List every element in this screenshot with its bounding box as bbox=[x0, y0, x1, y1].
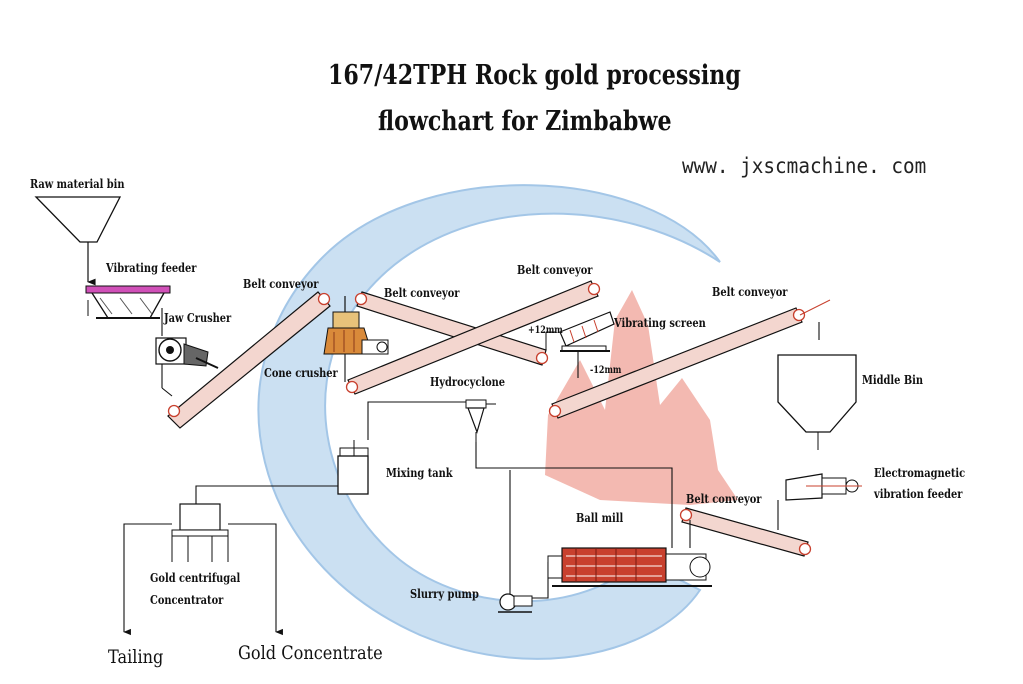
jaw-crusher bbox=[155, 308, 219, 397]
middle-bin bbox=[777, 322, 857, 450]
label-gold-concentrate: Gold Concentrate bbox=[238, 642, 383, 664]
label-belt-conveyor-1: Belt conveyor bbox=[243, 277, 319, 291]
title-line-1: 167/42TPH Rock gold processing bbox=[328, 60, 741, 91]
gold-centrifugal-concentrator bbox=[123, 503, 283, 636]
label-plus-12mm: +12mm bbox=[528, 325, 563, 336]
label-vibrating-screen: Vibrating screen bbox=[614, 316, 706, 330]
raw-material-bin bbox=[34, 196, 122, 286]
label-gold-centrifugal-line-2: Concentrator bbox=[150, 593, 224, 607]
mixing-tank bbox=[337, 440, 369, 495]
vibrating-screen bbox=[545, 311, 615, 378]
label-tailing: Tailing bbox=[108, 646, 164, 668]
label-vibrating-feeder: Vibrating feeder bbox=[106, 261, 197, 275]
vibrating-feeder bbox=[85, 285, 171, 319]
label-gold-centrifugal-line-1: Gold centrifugal bbox=[150, 571, 241, 585]
label-belt-conveyor-5: Belt conveyor bbox=[686, 492, 762, 506]
label-jaw-crusher: Jaw Crusher bbox=[164, 311, 232, 325]
belt-conveyor-4-shape bbox=[548, 299, 831, 419]
label-cone-crusher: Cone crusher bbox=[264, 366, 338, 380]
label-electromagnetic-line-1: Electromagnetic bbox=[874, 466, 966, 480]
watermark-logo bbox=[257, 184, 738, 660]
belt-conveyor-1-shape bbox=[167, 291, 331, 429]
label-belt-conveyor-3: Belt conveyor bbox=[517, 263, 593, 277]
ball-mill bbox=[547, 547, 712, 587]
slurry-pump bbox=[498, 593, 533, 613]
label-raw-material-bin: Raw material bin bbox=[30, 177, 125, 191]
label-slurry-pump: Slurry pump bbox=[410, 587, 479, 601]
label-electromagnetic-line-2: vibration feeder bbox=[874, 487, 963, 501]
label-minus-12mm: -12mm bbox=[590, 365, 622, 376]
electromagnetic-feeder bbox=[777, 473, 862, 530]
label-ball-mill: Ball mill bbox=[576, 511, 624, 525]
title-line-2: flowchart for Zimbabwe bbox=[378, 106, 672, 137]
label-hydrocyclone: Hydrocyclone bbox=[430, 375, 506, 389]
pipe-lines bbox=[195, 401, 691, 600]
label-belt-conveyor-4: Belt conveyor bbox=[712, 285, 788, 299]
belt-conveyor-5-shape bbox=[679, 507, 812, 557]
cone-crusher bbox=[323, 296, 389, 382]
website-link[interactable]: www. jxscmachine. com bbox=[682, 154, 927, 178]
label-middle-bin: Middle Bin bbox=[862, 373, 924, 387]
belt-conveyor-3-shape bbox=[345, 280, 601, 395]
hydrocyclone bbox=[465, 399, 496, 442]
label-mixing-tank: Mixing tank bbox=[386, 466, 453, 480]
label-belt-conveyor-2: Belt conveyor bbox=[384, 286, 460, 300]
